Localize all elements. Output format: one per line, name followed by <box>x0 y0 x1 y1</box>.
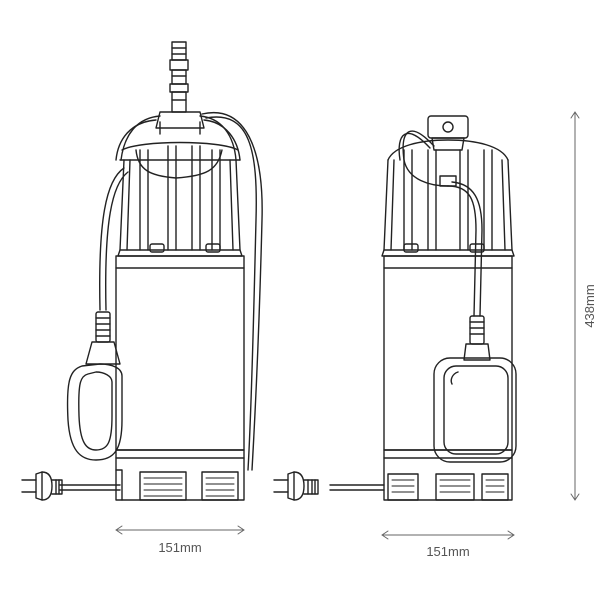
dimension-lines <box>115 111 580 540</box>
left-cables <box>59 111 263 491</box>
right-plug <box>273 471 319 501</box>
left-hose-connector <box>169 41 189 113</box>
left-float-switch <box>66 311 123 461</box>
right-pump-base <box>383 449 513 501</box>
left-pump <box>21 41 263 501</box>
left-plug <box>21 471 63 501</box>
left-top-frame <box>115 111 241 161</box>
right-pump-body <box>383 255 513 451</box>
left-width-dimension <box>115 525 245 535</box>
right-cables <box>329 130 483 491</box>
right-width-label: 151mm <box>426 544 469 559</box>
left-width-label: 151mm <box>158 540 201 555</box>
left-pump-body <box>115 255 245 451</box>
height-label: 438mm <box>582 284 597 327</box>
right-top-handle <box>427 115 469 187</box>
right-width-dimension <box>381 530 515 540</box>
height-dimension <box>570 111 580 501</box>
right-cage <box>381 139 515 257</box>
right-float-switch <box>433 315 517 463</box>
left-pump-base <box>115 449 245 501</box>
right-pump <box>273 115 517 501</box>
left-cage <box>117 141 243 257</box>
